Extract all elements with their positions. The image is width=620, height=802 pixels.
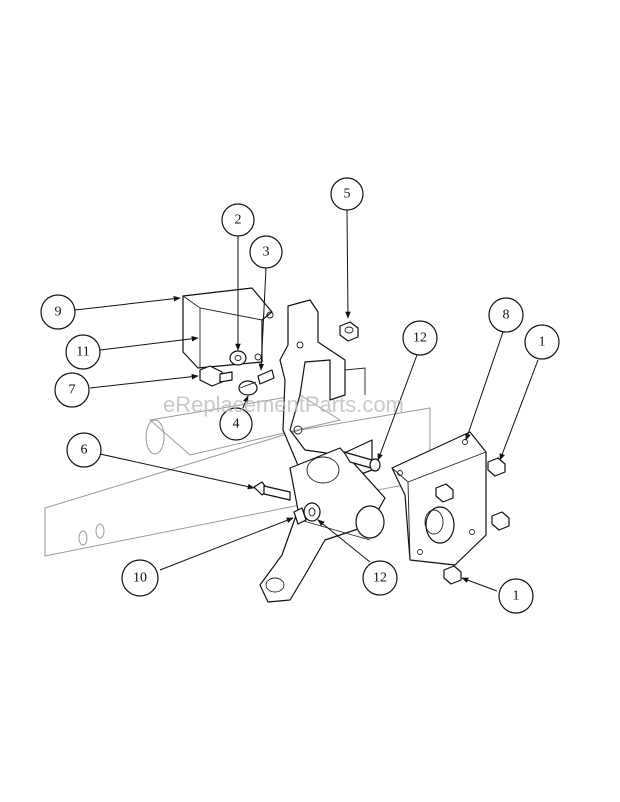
callout-part-1-upper: 1: [524, 324, 560, 360]
callout-part-9: 9: [40, 294, 76, 330]
svg-text:2: 2: [235, 213, 242, 228]
callout-part-11: 11: [65, 334, 101, 370]
svg-text:5: 5: [344, 187, 351, 202]
callout-part-3: 3: [249, 235, 283, 269]
callout-part-4: 4: [219, 407, 253, 441]
leader-lines: [74, 209, 539, 592]
side-plate: [279, 299, 373, 481]
callout-part-8: 8: [488, 297, 524, 333]
callout-part-10: 10: [121, 559, 159, 597]
svg-text:9: 9: [55, 305, 62, 320]
svg-text:1: 1: [539, 335, 546, 350]
svg-text:10: 10: [133, 571, 147, 586]
svg-text:1: 1: [513, 589, 520, 604]
svg-text:6: 6: [81, 443, 88, 458]
watermark-text: eReplacementParts.com: [163, 392, 404, 417]
callout-part-2: 2: [221, 203, 255, 237]
hardware: [199, 321, 510, 585]
svg-text:7: 7: [69, 383, 76, 398]
svg-text:8: 8: [503, 308, 510, 323]
svg-text:12: 12: [373, 571, 387, 586]
callout-part-1-lower: 1: [498, 578, 534, 614]
svg-text:4: 4: [233, 417, 240, 432]
upper-bracket: [182, 287, 274, 369]
callout-part-12-upper: 12: [402, 320, 438, 356]
callout-part-5: 5: [330, 177, 364, 211]
svg-text:12: 12: [413, 331, 427, 346]
callout-part-12-lower: 12: [362, 560, 398, 596]
callout-part-7: 7: [54, 372, 90, 408]
svg-text:3: 3: [263, 245, 270, 260]
callout-part-6: 6: [66, 432, 102, 468]
svg-text:11: 11: [76, 345, 89, 360]
